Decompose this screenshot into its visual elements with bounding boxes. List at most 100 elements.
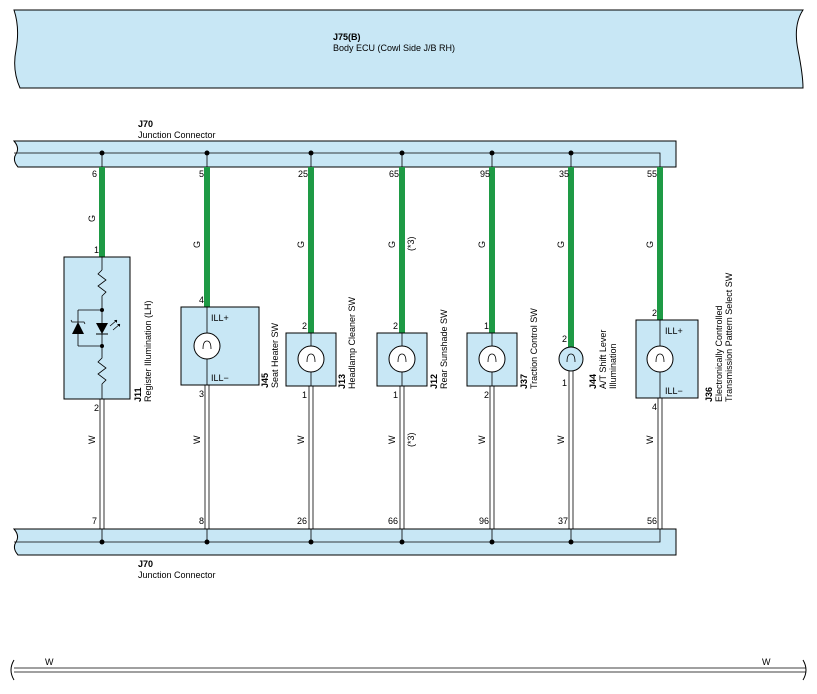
comp-bot-pin: 4 [652,402,657,412]
branch-j36: 55 G 2 ILL+ ILL− 4 W 56 J36 Electronical… [635,167,734,529]
component-name: Register Illumination (LH) [143,300,153,402]
comp-top-pin: 2 [652,308,657,318]
green-wire [399,167,405,333]
bottom-pin: 8 [199,516,204,526]
ground-bus-left-label: W [45,657,54,667]
branch-j45: 5 G 4 ILL+ ILL− 3 W 8 J45 Seat Heater SW [180,150,280,545]
ecu-name: Body ECU (Cowl Side J/B RH) [333,43,455,53]
ill-minus-label: ILL− [665,386,683,396]
component-code: J37 [519,374,529,389]
zener-diode-icon [72,322,84,334]
branch-j37: 95 G 1 2 W 96 J37 Traction Control SW [466,150,539,545]
component-name: A/T Shift Lever [598,330,608,389]
note-bottom: (*3) [406,432,416,447]
ill-plus-label: ILL+ [211,313,229,323]
bot-wire-color: W [192,435,202,444]
top-wire-color: G [387,241,397,248]
component-name: Headlamp Cleaner SW [347,296,357,389]
bottom-pin: 96 [479,516,489,526]
bottom-pin: 56 [647,516,657,526]
branch-j13: 25 G 2 1 W 26 J13 Headlamp Cleaner SW [285,150,357,545]
junction-top-name: Junction Connector [138,130,216,140]
junction-top-bus [14,152,661,167]
bottom-pin: 37 [558,516,568,526]
junction-bottom-code: J70 [138,559,153,569]
comp-top-pin: 2 [393,321,398,331]
lamp-icon [193,332,221,360]
led-icon [96,323,108,334]
branch-j12: 65 G (*3) 2 1 W (*3) 66 J12 Rear Sunshad… [376,150,449,545]
component-name: Rear Sunshade SW [439,309,449,389]
comp-bot-pin: 1 [562,378,567,388]
ecu-code: J75(B) [333,32,361,42]
comp-top-pin: 2 [562,334,567,344]
lamp-icon [646,345,674,373]
ill-plus-label: ILL+ [665,326,683,336]
comp-top-pin: 2 [302,321,307,331]
top-wire-color: G [645,241,655,248]
comp-bot-pin: 3 [199,389,204,399]
top-pin: 5 [199,169,204,179]
bot-wire-color: W [556,435,566,444]
ground-bus-right-break [802,659,807,681]
component-code: J44 [588,374,598,389]
component-name-line2: Transmission Pattern Select SW [724,272,734,402]
ill-minus-label: ILL− [211,373,229,383]
junction-top-code: J70 [138,119,153,129]
bot-wire-color: W [645,435,655,444]
top-pin: 35 [559,169,569,179]
bottom-pin: 7 [92,516,97,526]
lamp-icon [388,345,416,373]
register-illumination-box [63,256,131,400]
component-name: Electronically Controlled [714,305,724,402]
comp-top-pin: 4 [199,295,204,305]
component-code: J36 [704,387,714,402]
bottom-pin: 66 [388,516,398,526]
comp-bot-pin: 1 [302,390,307,400]
component-name-line2: Illumination [608,343,618,389]
resistor-bottom [97,346,107,399]
ecu-box [13,9,804,89]
component-code: J45 [260,373,270,388]
bot-wire-color: W [296,435,306,444]
junction-bottom-name: Junction Connector [138,570,216,580]
green-wire [489,167,495,333]
top-wire-color: G [296,241,306,248]
ground-bus-left-break [10,659,15,681]
top-pin: 55 [647,169,657,179]
ground-bus-right-label: W [762,657,771,667]
comp-bot-pin: 1 [393,390,398,400]
bot-wire-color: W [87,435,97,444]
branch-j44: 35 G 2 1 W 37 J44 A/T Shift Lever Illumi… [556,150,618,545]
lamp-icon [297,345,325,373]
green-wire [99,167,105,257]
bottom-pin: 26 [297,516,307,526]
top-wire-color: G [192,241,202,248]
comp-top-pin: 1 [94,245,99,255]
top-pin: 65 [389,169,399,179]
green-wire [568,167,574,347]
comp-bot-pin: 2 [94,403,99,413]
lamp-icon [478,345,506,373]
comp-top-pin: 1 [484,321,489,331]
component-name: Traction Control SW [529,308,539,389]
top-pin: 6 [92,169,97,179]
top-wire-color: G [477,241,487,248]
shift-lever-lamp-icon [558,346,584,372]
green-wire [657,167,663,320]
component-code: J12 [429,374,439,389]
green-wire [308,167,314,333]
component-code: J11 [133,387,143,402]
comp-bot-pin: 2 [484,390,489,400]
component-name: Seat Heater SW [270,322,280,388]
top-wire-color: G [556,241,566,248]
green-wire [204,167,210,307]
resistor-top [97,269,107,310]
bot-wire-color: W [477,435,487,444]
note-top: (*3) [406,236,416,251]
bot-wire-color: W [387,435,397,444]
branch-j11: 6 G 1 2 W 7 J11 Register Illumination (L… [63,150,153,545]
component-code: J13 [337,374,347,389]
